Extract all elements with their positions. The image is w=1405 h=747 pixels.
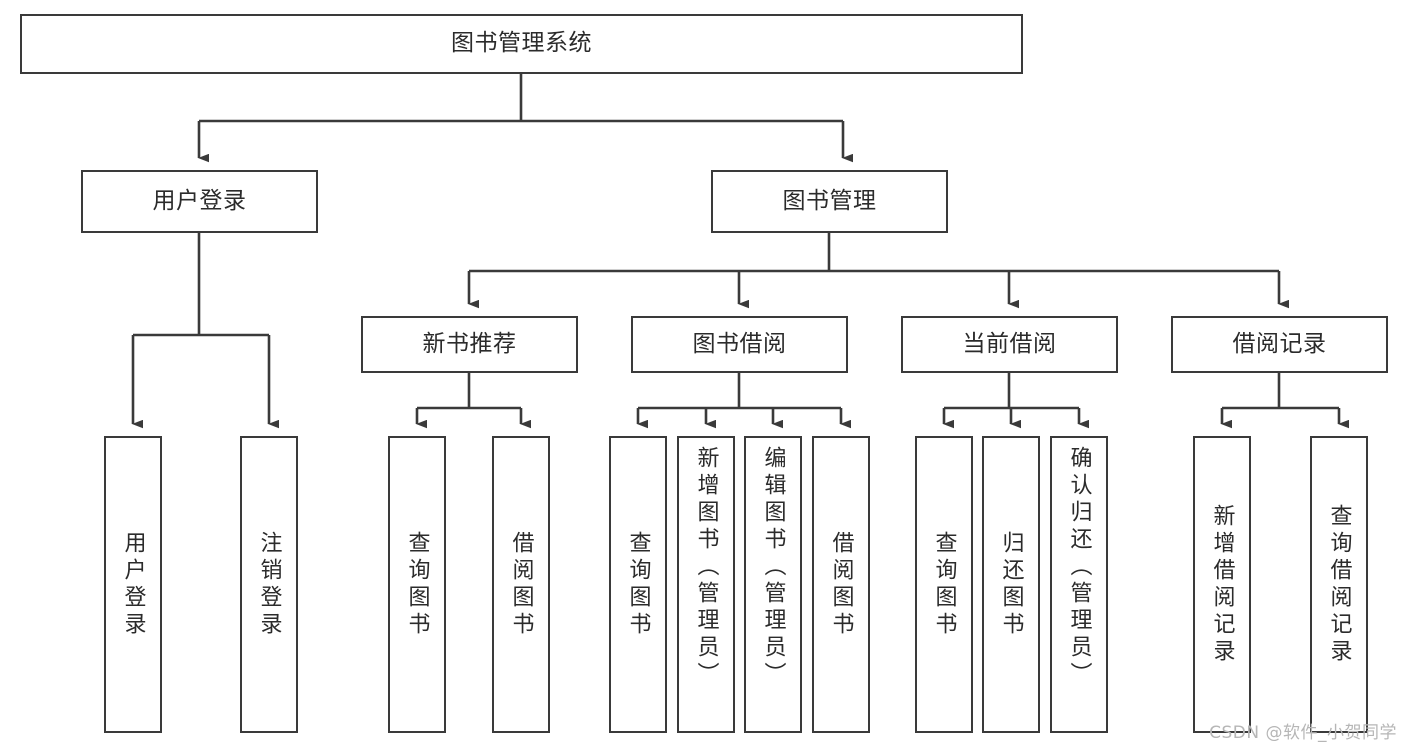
node-current-borrow[interactable]: 当前借阅 <box>901 316 1118 373</box>
node-label: 借阅图书 <box>508 530 534 639</box>
leaf-add-book[interactable]: 新增图书（管理员） <box>677 436 735 733</box>
node-label: 借阅图书 <box>828 530 854 639</box>
node-label: 图书借阅 <box>692 330 787 357</box>
leaf-query-book-current[interactable]: 查询图书 <box>915 436 973 733</box>
node-label: 用户登录 <box>120 530 146 639</box>
node-label: 归还图书 <box>998 530 1024 639</box>
node-label: 查询借阅记录 <box>1326 503 1352 666</box>
node-label: 新增图书（管理员） <box>693 446 719 689</box>
leaf-query-book-borrow[interactable]: 查询图书 <box>609 436 667 733</box>
node-label: 图书管理 <box>782 187 877 214</box>
leaf-query-book-recommend[interactable]: 查询图书 <box>388 436 446 733</box>
node-label: 用户登录 <box>152 187 247 214</box>
leaf-user-login[interactable]: 用户登录 <box>104 436 162 733</box>
leaf-borrow-book[interactable]: 借阅图书 <box>812 436 870 733</box>
node-borrow-record[interactable]: 借阅记录 <box>1171 316 1388 373</box>
node-label: 编辑图书（管理员） <box>760 446 786 689</box>
node-user-login[interactable]: 用户登录 <box>81 170 318 233</box>
leaf-logout[interactable]: 注销登录 <box>240 436 298 733</box>
node-label: 查询图书 <box>931 530 957 639</box>
node-label: 新增借阅记录 <box>1209 503 1235 666</box>
node-label: 当前借阅 <box>962 330 1057 357</box>
csdn-watermark: CSDN @软件_小贺同学 <box>1209 723 1397 743</box>
leaf-confirm-return[interactable]: 确认归还（管理员） <box>1050 436 1108 733</box>
node-label: 查询图书 <box>625 530 651 639</box>
node-label: 查询图书 <box>404 530 430 639</box>
node-label: 新书推荐 <box>422 330 517 357</box>
node-new-book-recommend[interactable]: 新书推荐 <box>361 316 578 373</box>
node-book-management[interactable]: 图书管理 <box>711 170 948 233</box>
node-label: 注销登录 <box>256 530 282 639</box>
node-label: 确认归还（管理员） <box>1066 446 1092 689</box>
node-root-book-management-system[interactable]: 图书管理系统 <box>20 14 1023 74</box>
leaf-borrow-book-recommend[interactable]: 借阅图书 <box>492 436 550 733</box>
leaf-return-book[interactable]: 归还图书 <box>982 436 1040 733</box>
node-label: 图书管理系统 <box>451 30 592 57</box>
leaf-query-borrow-record[interactable]: 查询借阅记录 <box>1310 436 1368 733</box>
leaf-add-borrow-record[interactable]: 新增借阅记录 <box>1193 436 1251 733</box>
node-book-borrow[interactable]: 图书借阅 <box>631 316 848 373</box>
leaf-edit-book[interactable]: 编辑图书（管理员） <box>744 436 802 733</box>
node-label: 借阅记录 <box>1232 330 1327 357</box>
